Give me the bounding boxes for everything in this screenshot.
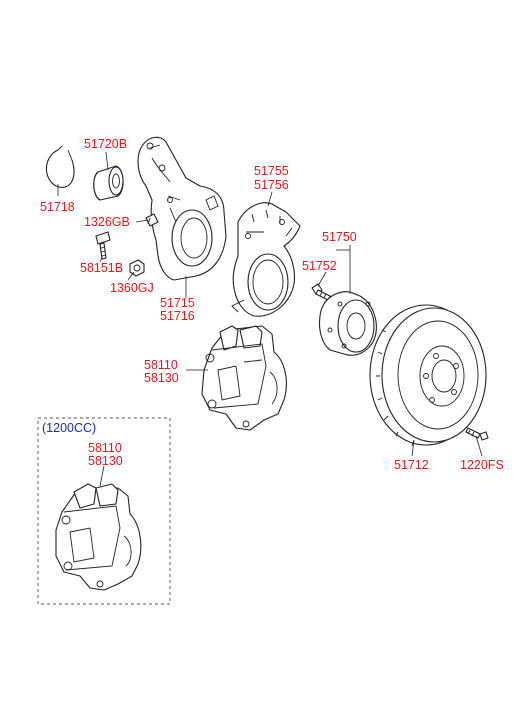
label-51712[interactable]: 51712 [394, 458, 429, 472]
snap-ring-part[interactable] [45, 145, 75, 188]
label-51715[interactable]: 51715 [160, 296, 195, 310]
label-51755[interactable]: 51755 [254, 164, 289, 178]
label-51756[interactable]: 51756 [254, 178, 289, 192]
wheel-bearing-part[interactable] [93, 165, 124, 201]
variant-tag-1200cc: (1200CC) [42, 421, 96, 435]
label-1326gb[interactable]: 1326GB [84, 215, 130, 229]
wheel-hub-part[interactable] [318, 291, 377, 356]
label-58110-variant[interactable]: 58110 [88, 441, 122, 455]
variant-1200cc-box [37, 417, 171, 605]
label-58130-variant[interactable]: 58130 [88, 454, 123, 468]
label-58130-main[interactable]: 58130 [144, 371, 179, 385]
label-58110-main[interactable]: 58110 [144, 358, 178, 372]
label-51752[interactable]: 51752 [302, 259, 337, 273]
steering-knuckle-part[interactable] [137, 136, 227, 281]
bolt-58151b-part[interactable] [95, 231, 111, 260]
brake-caliper-part[interactable] [201, 325, 287, 431]
label-58151b[interactable]: 58151B [80, 261, 123, 275]
dust-cover-part[interactable] [231, 202, 301, 317]
screw-1220fs-part[interactable] [465, 427, 489, 441]
label-51720b[interactable]: 51720B [84, 137, 127, 151]
label-51750[interactable]: 51750 [322, 230, 357, 244]
brake-caliper-variant-part[interactable] [55, 483, 142, 591]
leader-lines [57, 151, 483, 487]
nut-1360gj-part[interactable] [129, 259, 145, 277]
label-51718[interactable]: 51718 [40, 200, 75, 214]
label-1220fs[interactable]: 1220FS [460, 458, 504, 472]
label-51716[interactable]: 51716 [160, 309, 195, 323]
label-1360gj[interactable]: 1360GJ [110, 281, 154, 295]
brake-disc-part[interactable] [369, 304, 487, 447]
bolt-1326gb-part[interactable] [145, 213, 159, 227]
